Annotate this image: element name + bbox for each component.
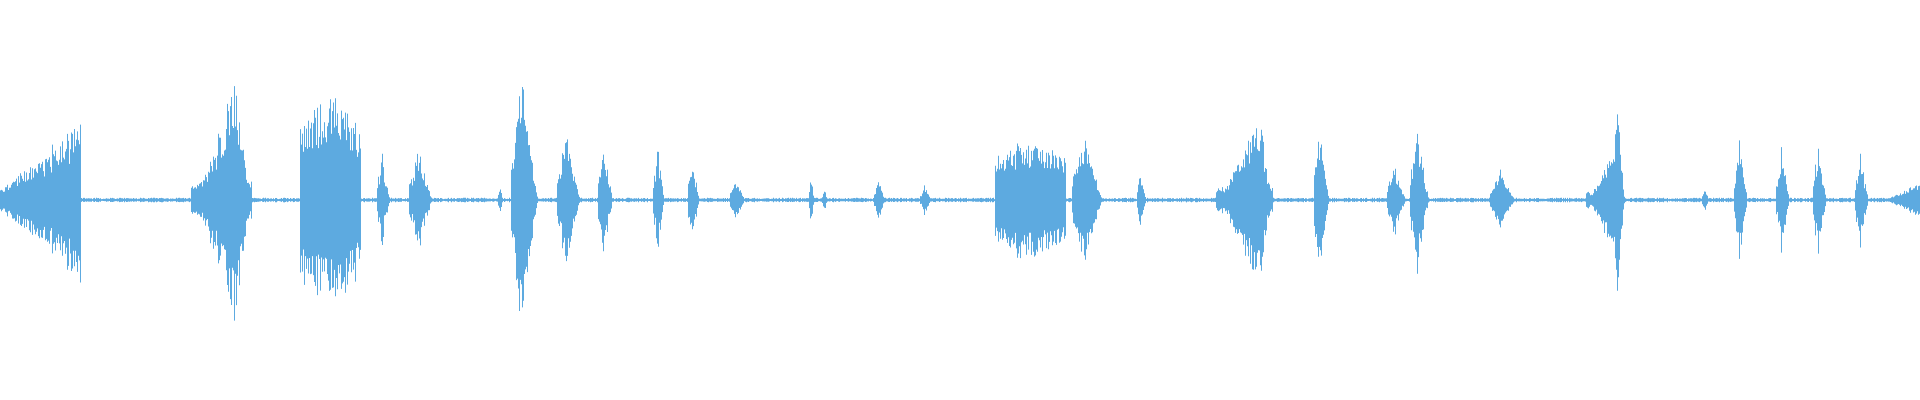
waveform-trace <box>0 86 1920 321</box>
